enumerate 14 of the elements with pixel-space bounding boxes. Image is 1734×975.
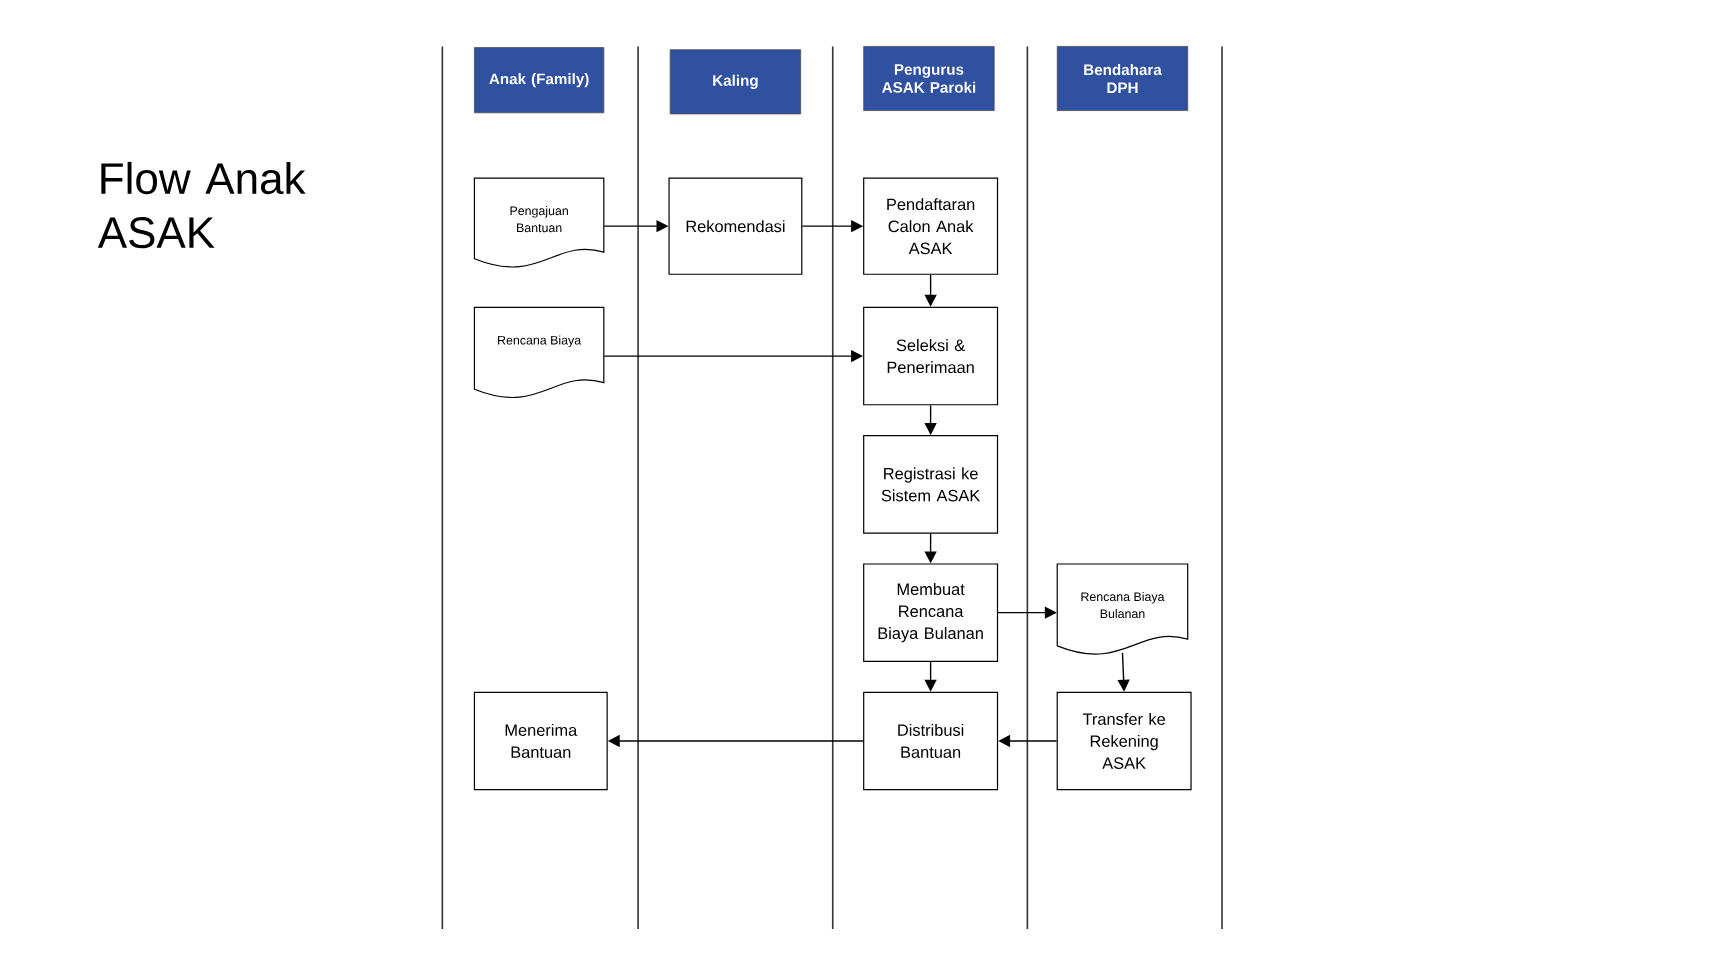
process-box: Distribusi Bantuan [863,691,999,790]
process-box: Pendaftaran Calon Anak ASAK [863,177,999,275]
process-box: Membuat Rencana Biaya Bulanan [863,563,999,662]
process-box: Rekomendasi [668,177,803,275]
arrow [924,404,937,435]
lane-header: Kaling [669,49,802,115]
process-box: Transfer ke Rekening ASAK [1056,691,1192,790]
process-box: Menerima Bantuan [473,691,608,790]
lane-header: Anak (Family) [474,46,605,113]
process-box: Seleksi & Penerimaan [863,306,999,406]
lane-header: Pengurus ASAK Paroki [863,45,995,111]
lane-header: Bendahara DPH [1056,45,1189,111]
title: Flow Anak ASAK [97,161,306,248]
process-box: Registrasi ke Sistem ASAK [863,434,999,534]
